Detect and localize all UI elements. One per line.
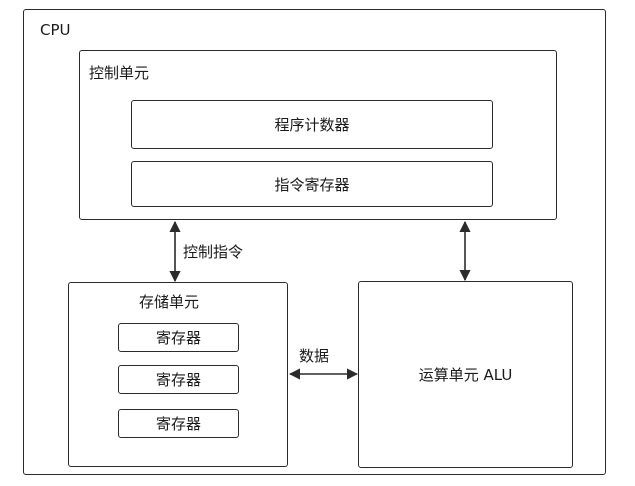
storage-unit-label: 存储单元 [139, 293, 200, 311]
register-box: 寄存器 [118, 409, 239, 438]
data-label: 数据 [299, 347, 330, 365]
program-counter-box: 程序计数器 [131, 100, 493, 149]
control-unit-label: 控制单元 [89, 64, 150, 82]
register-box: 寄存器 [118, 323, 239, 352]
register-box: 寄存器 [118, 365, 239, 394]
cpu-label: CPU [40, 21, 71, 39]
control-instruction-label: 控制指令 [183, 243, 244, 261]
instruction-register-box: 指令寄存器 [131, 161, 493, 207]
alu-box: 运算单元 ALU [358, 281, 573, 468]
